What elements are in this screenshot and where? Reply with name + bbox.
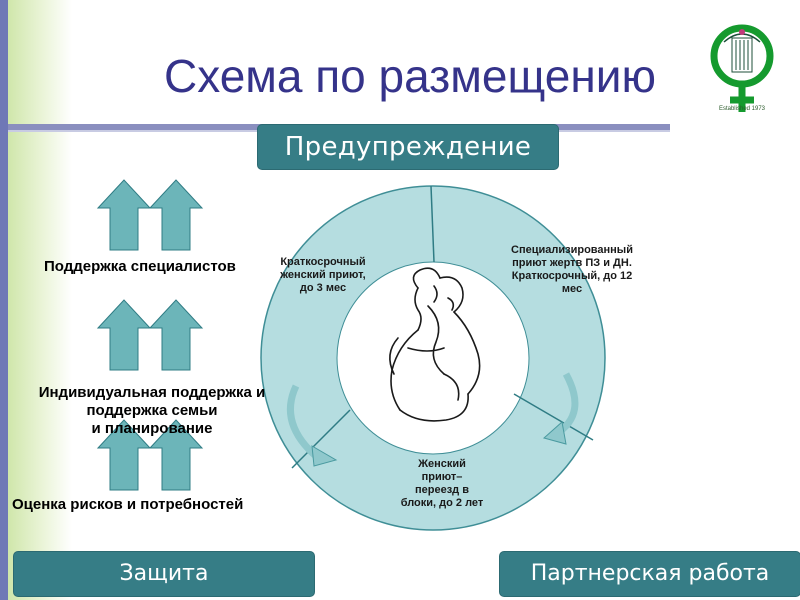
cycle-diagram — [260, 185, 606, 531]
cycle-arrow-icon — [286, 384, 321, 461]
individual-support-line: и планирование — [91, 420, 213, 437]
logo-caption: Established 1973 — [718, 106, 766, 112]
cycle-arrow-icon — [542, 421, 567, 445]
prevention-banner: Предупреждение — [258, 125, 558, 169]
partnership-banner: Партнерская работа — [500, 552, 800, 596]
segment-divider — [291, 409, 351, 469]
up-arrow-icon — [96, 299, 204, 371]
segment-divider — [513, 393, 594, 441]
segment-label-transition-shelter: Женский приют–переезд в блоки, до 2 лет — [400, 458, 484, 509]
mother-child-illustration-icon — [389, 267, 481, 422]
left-decor-edge — [0, 0, 8, 600]
risk-assessment-label: Оценка рисков и потребностей — [12, 496, 244, 513]
individual-support-line: Индивидуальная поддержка и — [38, 384, 266, 401]
specialist-support-label: Поддержка специалистов — [44, 258, 236, 275]
page-title: Схема по размещению — [163, 50, 656, 102]
segment-label-short-shelter: Краткосрочный женский приют, до 3 мес — [280, 256, 366, 294]
individual-support-line: поддержка семьи — [86, 402, 218, 419]
cycle-arrow-icon — [311, 445, 338, 467]
up-arrow-icon — [96, 419, 204, 491]
segment-label-specialized-shelter: Специализированный приют жертв ПЗ и ДН. … — [511, 244, 633, 295]
left-decor-band — [0, 0, 72, 600]
segment-divider — [430, 185, 435, 263]
individual-support-label: Индивидуальная поддержка и поддержка сем… — [16, 384, 288, 438]
up-arrow-icon — [96, 179, 204, 251]
protection-banner: Защита — [14, 552, 314, 596]
female-symbol-logo-icon — [710, 24, 774, 112]
